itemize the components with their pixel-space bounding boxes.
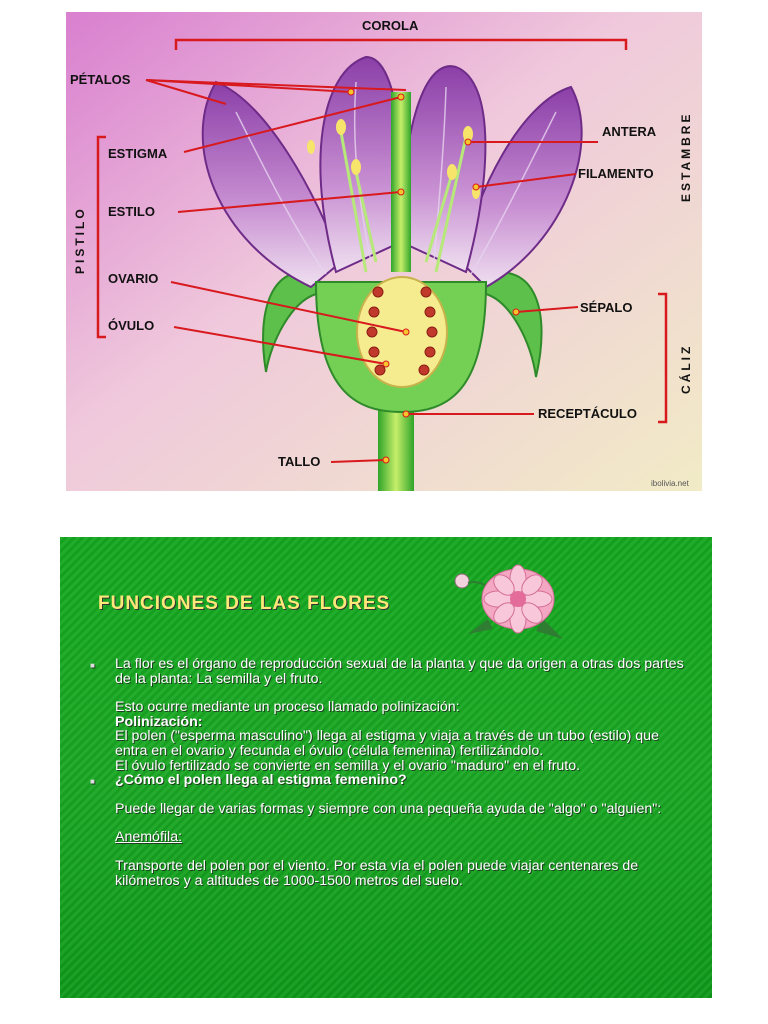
- question-polen-estigma: ¿Cómo el polen llega al estigma femenino…: [115, 772, 407, 789]
- bullet-icon: ■: [90, 661, 95, 670]
- slide-body: ■ La flor es el órgano de reproducción s…: [90, 657, 690, 888]
- image-credit: ibolivia.net: [651, 479, 690, 488]
- label-corola: COROLA: [362, 18, 419, 33]
- pink-dahlia-icon: [454, 564, 563, 639]
- paragraph-ovulo-fertilizado: El óvulo fertilizado se convierte en sem…: [115, 757, 581, 774]
- label-estigma: ESTIGMA: [108, 146, 168, 161]
- paragraph-proceso: Esto ocurre mediante un proceso llamado …: [115, 699, 460, 716]
- bullet-icon: ■: [90, 777, 95, 787]
- label-caliz: CÁLIZ: [678, 344, 693, 394]
- slide-funciones-flores: FUNCIONES DE LAS FLORES ■ La flor es el …: [60, 537, 712, 998]
- paragraph-formas: Puede llegar de varias formas y siempre …: [115, 800, 662, 817]
- slide-texture: [60, 537, 712, 998]
- list-item: ■ ¿Cómo el polen llega al estigma femeni…: [90, 773, 690, 888]
- list-item: ■ La flor es el órgano de reproducción s…: [90, 657, 690, 773]
- label-tallo: TALLO: [278, 454, 320, 469]
- label-pistilo: PISTILO: [73, 206, 87, 274]
- paragraph-viento: Transporte del polen por el viento. Por …: [115, 857, 639, 889]
- paragraph-polen: El polen ("esperma masculino") llega al …: [115, 728, 659, 759]
- heading-polinizacion: Polinización:: [115, 713, 203, 730]
- label-estambre: ESTAMBRE: [679, 112, 693, 202]
- paragraph-flor-organo: La flor es el órgano de reproducción sex…: [115, 656, 684, 687]
- label-filamento: FILAMENTO: [578, 166, 654, 181]
- label-petalos: PÉTALOS: [70, 72, 131, 87]
- label-receptaculo: RECEPTÁCULO: [538, 406, 637, 421]
- flower-anatomy-diagram: COROLA PÉTALOS ESTIGMA ESTILO OVARIO ÓVU…: [66, 12, 702, 491]
- label-sepalo: SÉPALO: [580, 300, 633, 315]
- label-estilo: ESTILO: [108, 204, 155, 219]
- slide-title: FUNCIONES DE LAS FLORES: [98, 593, 391, 614]
- label-ovario: OVARIO: [108, 271, 158, 286]
- heading-anemofila: Anemófila:: [115, 829, 183, 846]
- flower-illustration: COROLA PÉTALOS ESTIGMA ESTILO OVARIO ÓVU…: [66, 12, 702, 491]
- label-antera: ANTERA: [602, 124, 657, 139]
- label-ovulo: ÓVULO: [108, 318, 154, 333]
